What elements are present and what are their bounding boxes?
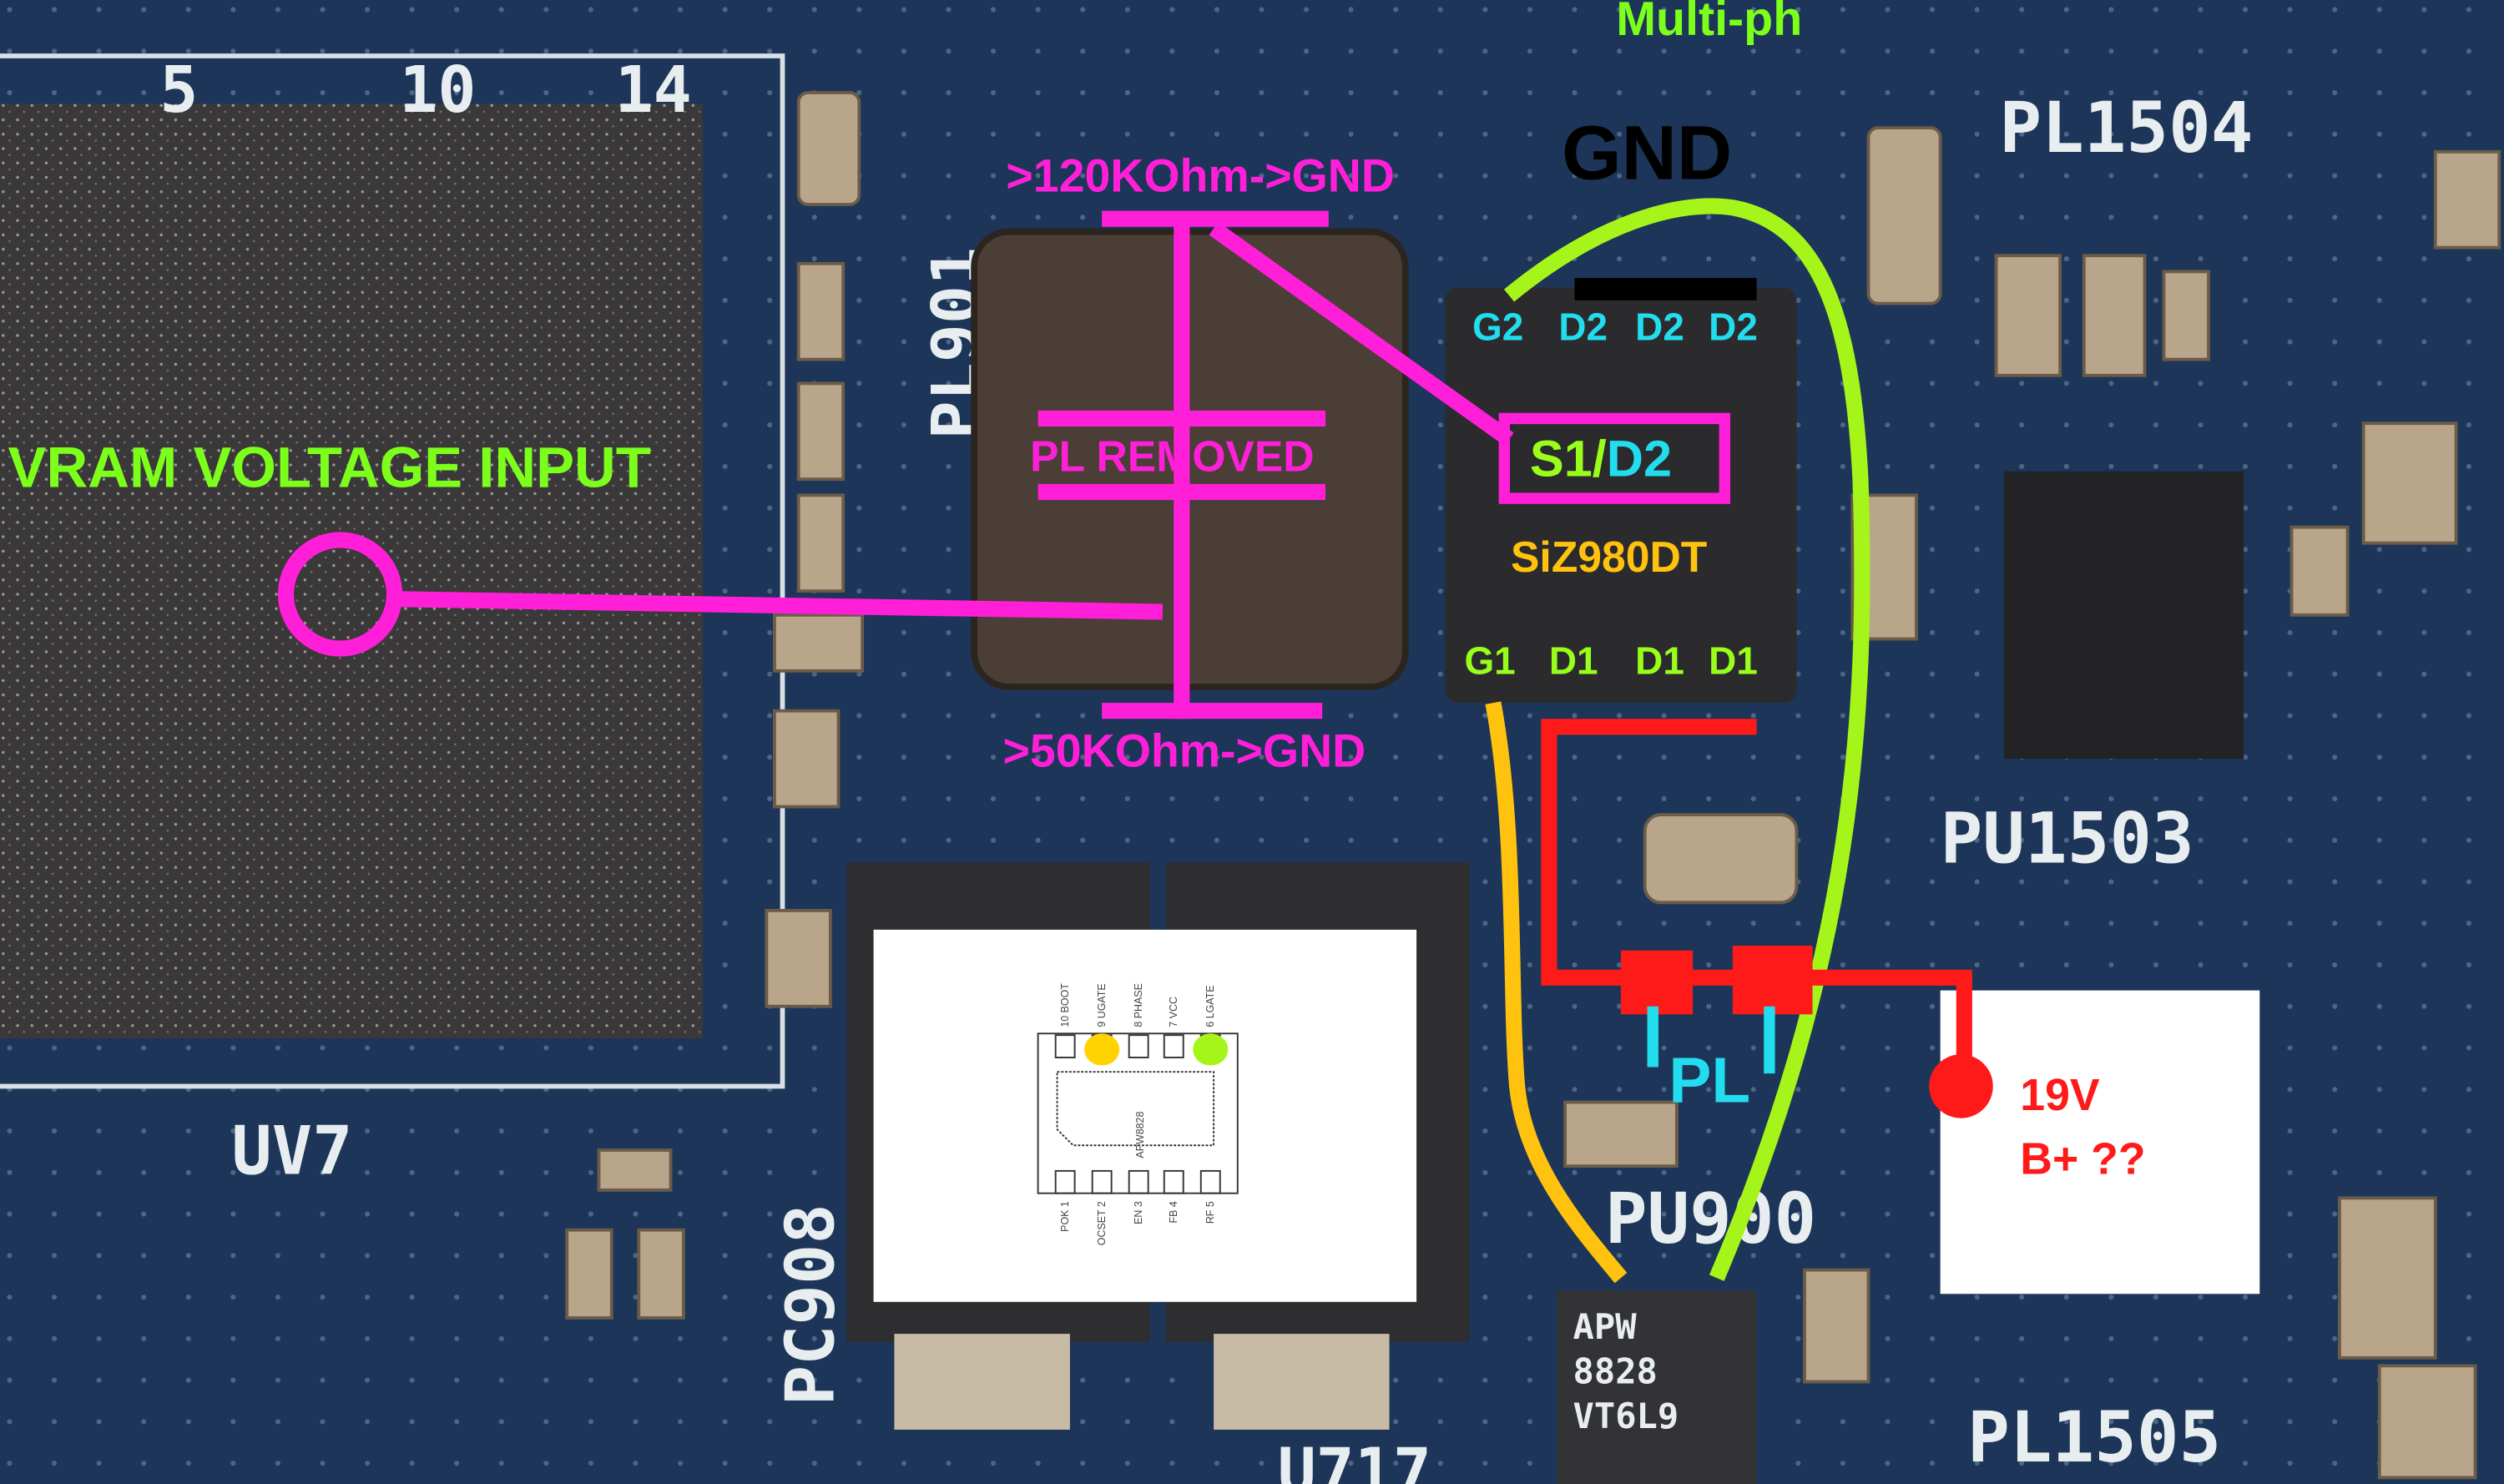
apw8828-pinout-inset: APW8828 10 BOOT 9 UGATE 8 PHASE 7 VCC 6 … — [873, 929, 1417, 1302]
chip-marking: VT6L9 — [1573, 1396, 1679, 1436]
ugate-trace — [1485, 701, 1628, 1284]
gnd-label: GND — [1562, 110, 1732, 195]
pin-d2: D2 — [1558, 305, 1608, 349]
inset-chip-name: APW8828 — [1134, 1112, 1146, 1158]
mosfet-part-label: SiZ980DT — [1511, 533, 1707, 581]
pin-label: 9 UGATE — [1096, 983, 1108, 1027]
pin-label: 6 LGATE — [1204, 985, 1216, 1027]
pin-g2: G2 — [1472, 305, 1523, 349]
magenta-annotation — [277, 210, 1731, 719]
pin-label: 8 PHASE — [1133, 983, 1144, 1027]
silk-pl1504: PL1504 — [1999, 87, 2253, 169]
silk-pc908: PC908 — [771, 1204, 850, 1406]
ruler-label: 14 — [615, 53, 692, 128]
multi-phase-label: Multi-ph — [1616, 0, 1802, 46]
ugate-marker — [1084, 1033, 1120, 1066]
19v-label: 19V — [2020, 1070, 2100, 1120]
pad — [1620, 950, 1694, 1015]
test-point — [1929, 1054, 1993, 1118]
lgate-marker — [1193, 1033, 1229, 1066]
pin-d1: D1 — [1549, 639, 1598, 683]
ruler-label: 5 — [159, 53, 198, 128]
pin-d1: D1 — [1635, 639, 1684, 683]
ic-pu1503 — [2004, 471, 2244, 760]
vram-input-label: VRAM VOLTAGE INPUT — [8, 436, 651, 500]
pin-d2: D2 — [1709, 305, 1758, 349]
b-plus-label: B+ ?? — [2020, 1134, 2145, 1184]
pad — [1732, 946, 1813, 1015]
ruler-label: 10 — [399, 53, 476, 128]
apw8828-chip — [1557, 1290, 1757, 1484]
pl-label: PL — [1668, 1046, 1750, 1117]
pin-label: FB 4 — [1168, 1201, 1179, 1223]
smd-components — [565, 91, 2501, 1480]
gnd-bar — [1574, 278, 1757, 300]
pin-d2: D2 — [1635, 305, 1684, 349]
pl-removed-label: PL REMOVED — [1030, 432, 1315, 481]
inductor-terminal — [894, 1334, 1070, 1430]
pin-label: POK 1 — [1059, 1201, 1071, 1232]
silk-pu900: PU900 — [1605, 1178, 1816, 1259]
pin-d1: D1 — [1709, 639, 1758, 683]
chip-marking: 8828 — [1573, 1350, 1658, 1391]
s1-d2-label: S1/D2 — [1530, 430, 1672, 487]
chip-marking: APW — [1573, 1306, 1638, 1347]
pin-label: 7 VCC — [1168, 997, 1179, 1027]
silk-pu1503: PU1503 — [1941, 797, 2194, 879]
silk-uv7: UV7 — [231, 1112, 352, 1190]
pin-g1: G1 — [1464, 639, 1515, 683]
pin-label: RF 5 — [1204, 1201, 1216, 1224]
pin-label: EN 3 — [1133, 1201, 1144, 1224]
inductor-terminal — [1214, 1334, 1390, 1430]
silk-pl1505: PL1505 — [1967, 1396, 2221, 1478]
pin-label: 10 BOOT — [1059, 983, 1071, 1027]
pin-label: OCSET 2 — [1096, 1201, 1108, 1245]
silk-u717: U717 — [1278, 1435, 1431, 1484]
vram-chip — [0, 103, 703, 1039]
chip-outline — [0, 53, 785, 1089]
b-plus-trace — [1541, 719, 1972, 1087]
resistance-top-label: >120KOhm->GND — [1006, 150, 1395, 202]
s1-text: S1/ — [1530, 430, 1607, 487]
lgate-trace — [1503, 198, 1870, 1281]
d2-text: D2 — [1607, 430, 1672, 487]
white-box — [1940, 990, 2260, 1295]
resistance-bottom-label: >50KOhm->GND — [1003, 725, 1366, 777]
